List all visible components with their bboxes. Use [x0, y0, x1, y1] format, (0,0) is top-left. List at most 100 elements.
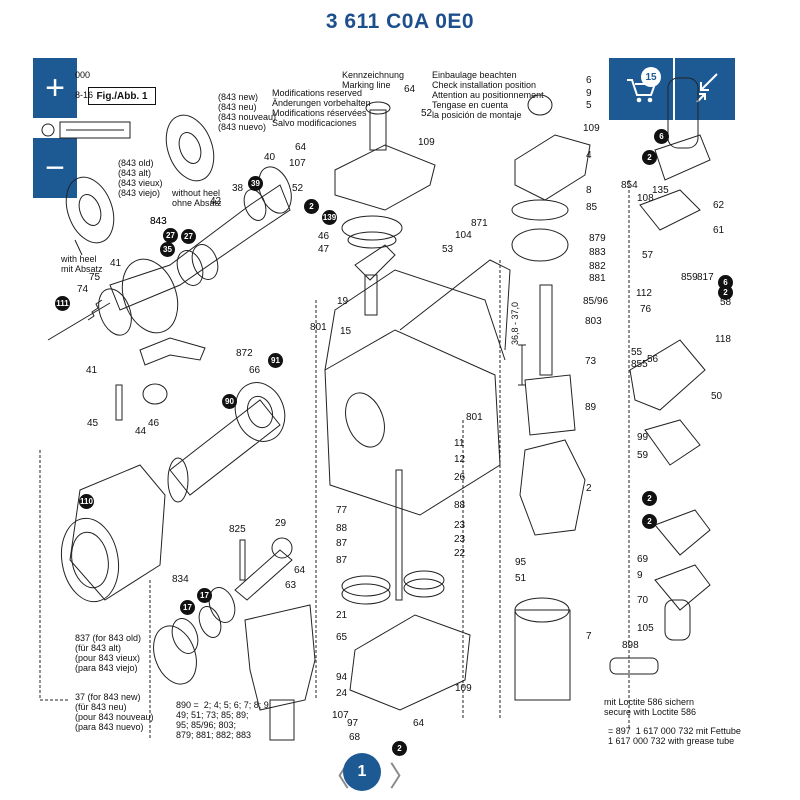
part-label: 109 [455, 683, 472, 694]
part-label: 75 [89, 272, 101, 283]
wear-part-dot: 2 [642, 514, 657, 529]
wear-part-dot: 27 [163, 228, 178, 243]
part-label: 85 [586, 202, 598, 213]
part-label: 52 [292, 183, 304, 194]
wear-part-dot: 2 [304, 199, 319, 214]
installation-note: Einbaulage beachten Check installation p… [432, 70, 544, 120]
part-label: 8 [586, 185, 592, 196]
part-label: 87 [336, 555, 348, 566]
part-label: 23 [454, 520, 466, 531]
part-label: 47 [318, 244, 330, 255]
part-label: 52 [421, 108, 433, 119]
with-heel-note: with heel mit Absatz [61, 254, 103, 274]
part-label: 64 [404, 84, 416, 95]
part-label: 15 [340, 326, 352, 337]
part-label: 74 [77, 284, 89, 295]
part-label: 109 [583, 123, 600, 134]
part-label: 109 [418, 137, 435, 148]
wear-part-dot: 2 [392, 741, 407, 756]
part-label: 69 [637, 554, 649, 565]
part-label: 57 [642, 250, 654, 261]
date-mid: 8-16 [75, 90, 94, 100]
wear-part-dot: 39 [248, 176, 263, 191]
part-label: 64 [295, 142, 307, 153]
cart-count-badge: 15 [641, 67, 661, 87]
part-label: 56 [647, 354, 659, 365]
collapse-button[interactable] [675, 58, 735, 120]
part-label: 107 [289, 158, 306, 169]
part-label: 50 [711, 391, 723, 402]
wear-part-dot: 2 [718, 285, 733, 300]
wear-part-dot: 2 [642, 491, 657, 506]
without-heel-note: without heel ohne Absatz [172, 188, 222, 208]
part-label: 6 [586, 75, 592, 86]
part-label: 68 [349, 732, 361, 743]
next-page-button[interactable]: 〉 [389, 761, 418, 792]
part-label: 77 [336, 505, 348, 516]
part-label: 94 [336, 672, 348, 683]
wear-part-dot: 6 [654, 129, 669, 144]
part-label: 42 [210, 196, 222, 207]
marking-note: Kennzeichnung Marking line [342, 70, 405, 90]
part-label: 46 [318, 231, 330, 242]
part-label: 12 [454, 454, 466, 465]
part-label: 19 [337, 296, 349, 307]
part-label: 64 [413, 718, 425, 729]
part-label: 859 [681, 272, 698, 283]
part-label: 88 [454, 500, 466, 511]
part-label: 801 [310, 322, 327, 333]
part-37-note: 37 (for 843 new) (für 843 neu) (pour 843… [75, 692, 154, 732]
wear-part-dot: 90 [222, 394, 237, 409]
part-label: 843 [150, 216, 167, 227]
wear-part-dot: 139 [322, 210, 337, 225]
part-label: 55 [631, 347, 643, 358]
part-label: 803 [585, 316, 602, 327]
part-label: 7 [586, 631, 592, 642]
part-label: 87 [336, 538, 348, 549]
loctite-note: mit Loctite 586 sichern secure with Loct… [604, 697, 697, 717]
part-label: 2 [586, 483, 592, 494]
part-label: 44 [135, 426, 147, 437]
wear-part-dot: 2 [642, 150, 657, 165]
part-label: 825 [229, 524, 246, 535]
part-label: 61 [713, 225, 725, 236]
wear-part-dot: 17 [180, 600, 195, 615]
part-label: 76 [640, 304, 652, 315]
wear-part-dot: 17 [197, 588, 212, 603]
zoom-in-button[interactable]: + [33, 58, 77, 118]
part-label: 89 [585, 402, 597, 413]
part-label: 108 [637, 193, 654, 204]
part-label: 58 [720, 297, 732, 308]
figure-label: Fig./Abb. 1 [88, 87, 156, 105]
part-label: 9 [586, 88, 592, 99]
page-number[interactable]: 1 [343, 753, 381, 791]
part-label: 41 [86, 365, 98, 376]
part-label: 135 [652, 185, 669, 196]
part-label: 40 [264, 152, 276, 163]
part-label: 118 [715, 334, 731, 345]
part-label: 871 [471, 218, 488, 229]
cart-button[interactable]: 15 [609, 58, 673, 120]
page-title: 3 611 C0A 0E0 [325, 10, 475, 33]
date-top: 000 [75, 70, 91, 80]
part-label: 4 [586, 150, 592, 161]
part-label: 95 [515, 557, 527, 568]
part-label: 38 [232, 183, 244, 194]
part-890-note: 890 = 2; 4; 5; 6; 7; 8; 9; 49; 51; 73; 8… [176, 700, 272, 740]
part-label: 883 [589, 247, 606, 258]
grease-tube-note: = 897 1 617 000 732 mit Fettube 1 617 00… [608, 726, 741, 746]
wear-part-dot: 110 [79, 494, 94, 509]
part-label: 24 [336, 688, 348, 699]
part-label: 23 [454, 534, 466, 545]
843-old-note: (843 old) (843 alt) (843 vieux) (843 vie… [118, 158, 163, 198]
part-label: 834 [172, 574, 189, 585]
part-label: 881 [589, 273, 606, 284]
part-label: 70 [637, 595, 649, 606]
part-label: 63 [285, 580, 297, 591]
zoom-out-button[interactable]: − [33, 138, 77, 198]
part-837-note: 837 (for 843 old) (für 843 alt) (pour 84… [75, 633, 142, 673]
wear-part-dot: 111 [55, 296, 70, 311]
843-new-note: (843 new) (843 neu) (843 nouveau) (843 n… [218, 92, 277, 132]
part-label: 882 [589, 261, 606, 272]
